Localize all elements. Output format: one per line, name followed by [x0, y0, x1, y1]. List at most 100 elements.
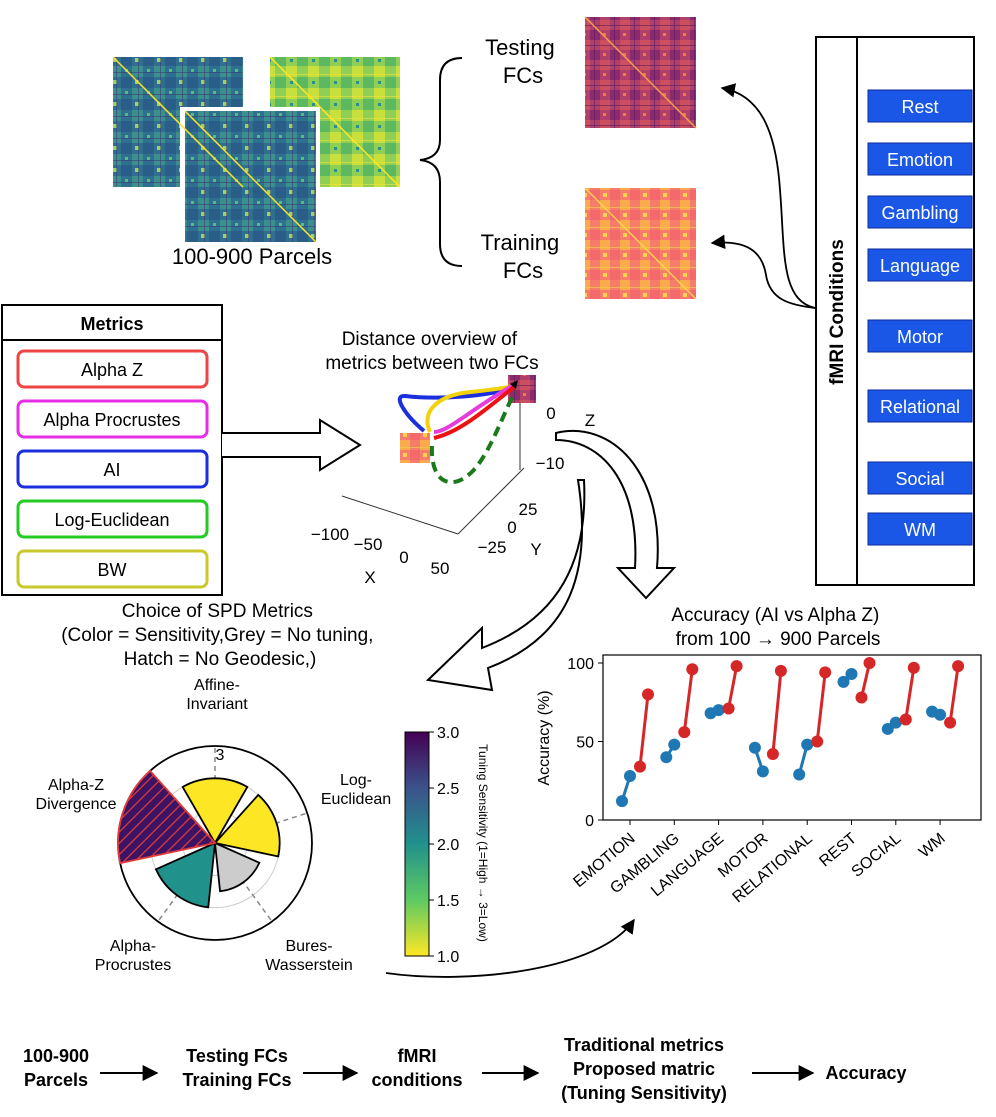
accuracy-series-1-point [730, 660, 743, 673]
metric-log-euclidean-chip [16, 499, 209, 539]
condition-rest-box [867, 89, 973, 123]
condition-relational-label: Relational [880, 397, 960, 417]
z-tick: 0 [546, 404, 555, 423]
accuracy-series-0-point [668, 738, 681, 751]
condition-emotion-label: Emotion [887, 150, 953, 170]
polar-label-log-euclidean: Log-Euclidean [321, 772, 391, 808]
polar-bar-bures-wasserstein [213, 841, 261, 893]
condition-emotion-box [867, 142, 973, 176]
metric-log-euclidean-label: Log-Euclidean [54, 510, 169, 530]
accuracy-series-1-segment [638, 694, 650, 767]
distance-plot: Distance overview of metrics between two… [311, 329, 595, 587]
polar-label-bures-wasserstein: Bures-Wasserstein [265, 938, 352, 974]
log-euclidean-path [433, 384, 513, 434]
conditions-panel: fMRI Conditions RestEmotionGamblingLangu… [815, 36, 975, 586]
accuracy-series-1-segment [948, 665, 960, 723]
accuracy-series-0-point [616, 795, 628, 808]
accuracy-series-1-segment [727, 665, 739, 709]
accuracy-series-1-segment [682, 669, 694, 733]
accuracy-series-0-point [712, 704, 725, 717]
accuracy-chart: Accuracy (AI vs Alpha Z) from 100 → 900 … [536, 605, 982, 906]
condition-rest-label: Rest [901, 97, 938, 117]
polar-bar-affine-invariant [181, 777, 249, 845]
metric-ai-chip [16, 449, 209, 489]
polar-label-alpha-procrustes: Alpha-Procrustes [95, 938, 171, 974]
metrics-to-distance-arrow [222, 418, 362, 472]
split-brace [419, 57, 463, 267]
colorbar-tick-label: 1.0 [437, 949, 459, 966]
accuracy-series-0-point [624, 770, 636, 783]
accuracy-series-1-point [678, 726, 691, 739]
accuracy-series-1-point [952, 660, 965, 673]
polar-bar-alpha-procrustes [154, 841, 217, 909]
colorbar-label: Tuning Sensitivity (1=High → 3=Low) [476, 744, 490, 942]
colorbar [404, 731, 430, 957]
condition-social-label: Social [895, 469, 944, 489]
accuracy-series-1-point [634, 760, 646, 773]
condition-gambling-box [867, 195, 973, 229]
accuracy-series-1-point [811, 735, 824, 748]
polar-radial-tick: 3 [216, 747, 225, 764]
fc-a-thumbnail [400, 433, 430, 463]
ai-path [397, 386, 511, 433]
z-tick: −10 [536, 454, 565, 473]
accuracy-series-1-point [863, 657, 876, 669]
condition-motor-label: Motor [897, 327, 943, 347]
x-tick: 50 [431, 559, 450, 578]
accuracy-series-0-point [756, 765, 769, 778]
x-tick: −50 [354, 535, 383, 554]
accuracy-series-0-point [934, 708, 947, 721]
accuracy-series-0-point [889, 716, 902, 729]
accuracy-series-1-segment [904, 667, 916, 720]
accuracy-title: Accuracy (AI vs Alpha Z) from 100 → 900 … [671, 605, 884, 650]
accuracy-series-1-point [642, 688, 654, 701]
colorbar-tick-label: 2.0 [437, 837, 459, 854]
metric-alpha-procrustes-label: Alpha Procrustes [43, 410, 180, 430]
accuracy-series-1-point [774, 664, 787, 677]
x-tick: 0 [399, 548, 408, 567]
accuracy-x-tick-label: SOCIAL [848, 830, 904, 881]
arrow-to-testing [720, 83, 816, 309]
condition-gambling-label: Gambling [881, 203, 958, 223]
polar-chart: Choice of SPD Metrics (Color = Sensitivi… [36, 601, 490, 974]
alpha-z-path [433, 385, 516, 440]
condition-wm-box [867, 512, 973, 546]
accuracy-series-1-point [907, 661, 920, 674]
accuracy-series-1-point [819, 666, 832, 679]
accuracy-series-0-point [801, 738, 814, 751]
arrow-to-training [710, 234, 816, 309]
accuracy-series-0-point [845, 667, 858, 680]
condition-wm-label: WM [904, 520, 936, 540]
condition-motor-box [867, 319, 973, 353]
testing-fcs-label: Testing FCs [485, 35, 561, 88]
x-axis-label: X [364, 568, 375, 587]
accuracy-series-0-point [660, 751, 673, 764]
metric-alpha-procrustes-chip [16, 399, 209, 439]
metric-bw-chip [16, 549, 209, 589]
polar-bar-alpha-z-divergence [117, 769, 217, 865]
distance-title: Distance overview of metrics between two… [325, 329, 538, 374]
polar-title: Choice of SPD Metrics (Color = Sensitivi… [61, 601, 379, 670]
accuracy-x-tick-label: RELATIONAL [729, 830, 815, 906]
polar-bar-log-euclidean [213, 793, 281, 858]
condition-relational-box [867, 389, 973, 423]
bw-path [425, 384, 513, 433]
alpha-procrustes-path [429, 391, 517, 485]
y-tick: −25 [478, 538, 507, 557]
metric-bw-label: BW [98, 560, 127, 580]
training-fcs-label: Training FCs [481, 230, 566, 283]
metric-ai-label: AI [103, 460, 120, 480]
distance-to-accuracy-arrow [555, 430, 677, 600]
polar-to-accuracy-arrow [385, 918, 635, 978]
metrics-title: Metrics [80, 314, 143, 334]
accuracy-series-1-point [899, 713, 912, 726]
accuracy-series-1-point [686, 663, 699, 676]
accuracy-series-0-point [793, 768, 806, 781]
condition-language-label: Language [880, 256, 960, 276]
